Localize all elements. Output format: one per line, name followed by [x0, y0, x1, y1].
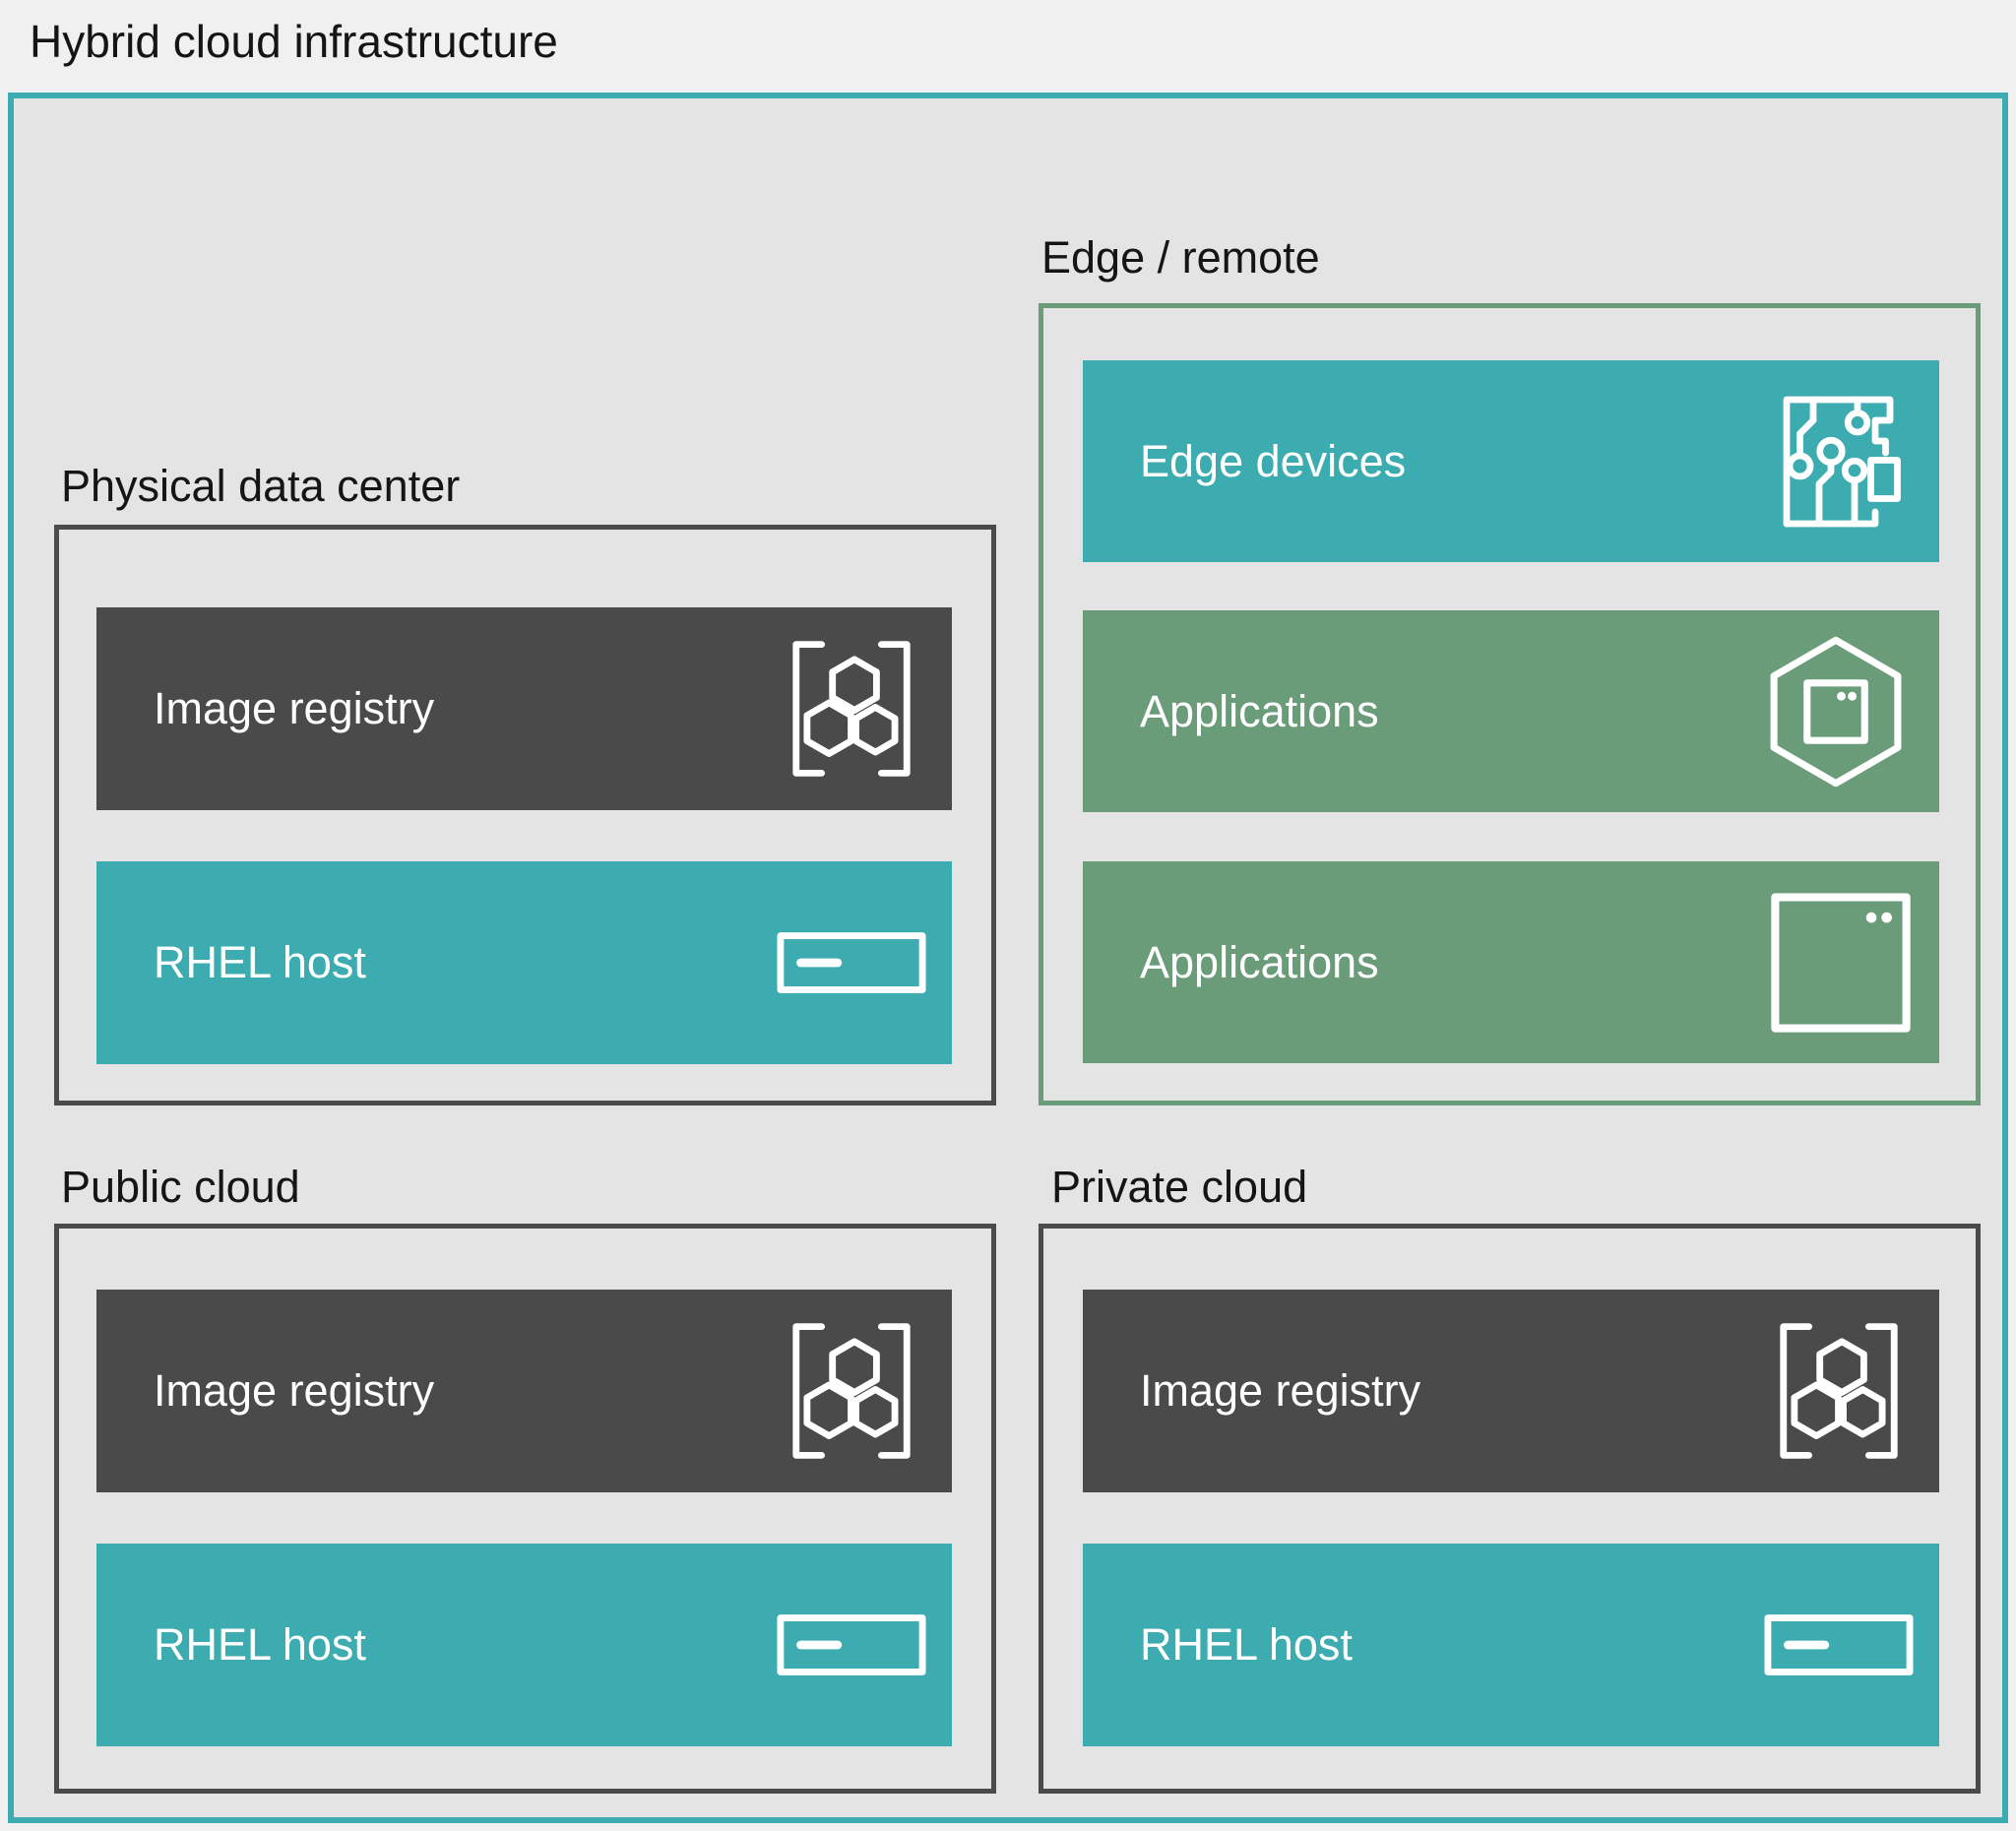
- image-registry-icon: [1764, 1316, 1914, 1466]
- rhel-host-icon: [777, 1613, 926, 1676]
- node-label-rhel-host: RHEL host: [154, 1619, 366, 1670]
- node-applications-1: Applications: [1083, 610, 1939, 812]
- node-image-registry: Image registry: [96, 607, 952, 810]
- section-private-cloud: Image registry RHEL host: [1039, 1224, 1981, 1794]
- edge-devices-icon: [1766, 388, 1914, 536]
- node-label-applications-1: Applications: [1140, 685, 1379, 736]
- node-image-registry: Image registry: [96, 1290, 952, 1492]
- node-rhel-host: RHEL host: [96, 861, 952, 1064]
- section-label-edge-remote: Edge / remote: [1041, 232, 1320, 283]
- section-label-physical-data-center: Physical data center: [61, 461, 461, 511]
- section-edge-remote: Edge devices Applications Applications: [1039, 303, 1981, 1105]
- image-registry-icon: [777, 634, 926, 784]
- section-physical-data-center: Image registry RHEL host: [54, 525, 996, 1105]
- node-label-image-registry: Image registry: [1140, 1365, 1421, 1416]
- node-label-rhel-host: RHEL host: [154, 937, 366, 987]
- section-label-public-cloud: Public cloud: [61, 1162, 300, 1212]
- node-image-registry: Image registry: [1083, 1290, 1939, 1492]
- rhel-host-icon: [1764, 1613, 1914, 1676]
- node-edge-devices: Edge devices: [1083, 360, 1939, 562]
- node-rhel-host: RHEL host: [1083, 1544, 1939, 1746]
- application-window-icon: [1768, 890, 1914, 1036]
- node-label-rhel-host: RHEL host: [1140, 1619, 1353, 1670]
- node-label-edge-devices: Edge devices: [1140, 435, 1407, 486]
- node-label-image-registry: Image registry: [154, 683, 435, 733]
- node-label-image-registry: Image registry: [154, 1365, 435, 1416]
- rhel-host-icon: [777, 931, 926, 994]
- diagram-title: Hybrid cloud infrastructure: [30, 16, 558, 67]
- image-registry-icon: [777, 1316, 926, 1466]
- node-label-applications-2: Applications: [1140, 936, 1379, 987]
- node-rhel-host: RHEL host: [96, 1544, 952, 1746]
- application-hexagon-icon: [1758, 634, 1914, 789]
- node-applications-2: Applications: [1083, 861, 1939, 1063]
- section-label-private-cloud: Private cloud: [1051, 1162, 1308, 1212]
- section-public-cloud: Image registry RHEL host: [54, 1224, 996, 1794]
